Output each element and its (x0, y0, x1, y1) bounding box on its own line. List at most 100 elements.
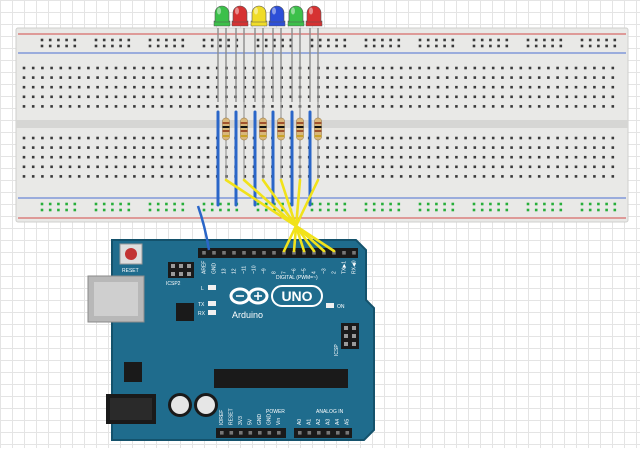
breadboard-hole (547, 95, 550, 99)
breadboard-hole (593, 105, 596, 108)
header-pin[interactable] (282, 251, 286, 255)
header-pin[interactable] (202, 251, 206, 255)
header-pin[interactable] (242, 251, 246, 255)
breadboard-hole (289, 95, 293, 99)
header-pin[interactable] (239, 431, 243, 435)
signal-wire[interactable] (282, 178, 320, 253)
header-pin[interactable] (332, 251, 336, 255)
breadboard-hole (445, 105, 449, 108)
reset-button-cap[interactable] (125, 248, 137, 260)
header-pin[interactable] (352, 251, 356, 255)
header-pin[interactable] (302, 251, 306, 255)
breadboard-hole (565, 85, 569, 89)
digital-pin-label: 13 (222, 268, 228, 274)
header-pin[interactable] (317, 431, 321, 435)
led-legs (217, 28, 319, 102)
breadboard-hole (427, 155, 431, 159)
breadboard-hole (326, 165, 329, 169)
header-pin[interactable] (252, 251, 256, 255)
header-pin[interactable] (262, 251, 266, 255)
header-pin[interactable] (277, 431, 281, 435)
header-pin[interactable] (258, 431, 262, 435)
led-dome (251, 5, 267, 23)
header-pin[interactable] (220, 431, 224, 435)
led[interactable] (231, 5, 249, 27)
led[interactable] (268, 5, 286, 27)
breadboard-hole (197, 85, 201, 89)
header-pin[interactable] (222, 251, 226, 255)
breadboard-hole (372, 44, 376, 48)
signal-wire[interactable] (224, 178, 336, 253)
resistor[interactable] (296, 102, 304, 180)
signal-wire[interactable] (292, 178, 302, 253)
breadboard-hole (41, 146, 44, 149)
breadboard-hole (363, 155, 366, 159)
resistor[interactable] (240, 102, 248, 180)
breadboard-hole (41, 165, 44, 169)
breadboard-hole (381, 165, 385, 169)
signal-wire[interactable] (279, 178, 306, 253)
breadboard-hole (613, 202, 617, 206)
breadboard-hole (197, 95, 201, 99)
resistor[interactable] (222, 102, 230, 180)
header-pin[interactable] (312, 251, 316, 255)
led-dome (306, 5, 322, 23)
led[interactable] (250, 5, 268, 27)
breadboard-hole (123, 175, 127, 178)
header-pin[interactable] (336, 431, 340, 435)
signal-wire[interactable] (261, 178, 316, 253)
resistor[interactable] (277, 102, 285, 180)
led[interactable] (305, 5, 323, 27)
breadboard-hole (156, 202, 160, 206)
header-pin[interactable] (345, 431, 350, 435)
breadboard-hole (435, 202, 438, 206)
breadboard-hole (31, 95, 35, 99)
led[interactable] (213, 5, 231, 27)
breadboard-hole (528, 76, 532, 79)
breadboard-hole (451, 202, 455, 206)
breadboard-hole (372, 38, 376, 42)
header-pin[interactable] (326, 431, 331, 435)
breadboard-hole (206, 155, 210, 159)
breadboard-hole (501, 95, 504, 99)
breadboard-hole (96, 76, 99, 79)
breadboard-hole (50, 136, 53, 140)
breadboard-hole (534, 202, 538, 206)
header-pin[interactable] (307, 431, 312, 435)
breadboard-hole (464, 146, 467, 149)
breadboard-hole (611, 66, 615, 70)
breadboard-hole (123, 76, 127, 79)
header-pin[interactable] (232, 251, 236, 255)
breadboard-hole (77, 175, 81, 178)
header-pin[interactable] (298, 431, 302, 435)
breadboard-hole (427, 66, 431, 70)
gnd-jumper-wire[interactable] (196, 205, 211, 251)
breadboard-hole (264, 38, 268, 42)
breadboard-hole (464, 66, 467, 70)
breadboard-hole (142, 66, 145, 70)
breadboard-hole (343, 208, 347, 212)
signal-wire[interactable] (242, 178, 326, 253)
header-pin[interactable] (272, 251, 276, 255)
breadboard-hole (543, 208, 546, 212)
breadboard-hole (105, 76, 109, 79)
breadboard-hole (353, 165, 357, 169)
breadboard-hole (243, 165, 247, 169)
header-pin[interactable] (292, 251, 296, 255)
breadboard-hole (556, 155, 559, 159)
breadboard-hole (593, 85, 596, 89)
breadboard-hole (50, 146, 53, 149)
header-pin[interactable] (229, 431, 234, 435)
header-pin[interactable] (342, 251, 346, 255)
breadboard-hole (372, 76, 375, 79)
header-pin[interactable] (267, 431, 272, 435)
header-pin[interactable] (248, 431, 253, 435)
resistor[interactable] (259, 102, 267, 180)
breadboard-hole (31, 146, 35, 149)
header-pin[interactable] (212, 251, 216, 255)
led[interactable] (287, 5, 305, 27)
board-pcb (111, 239, 375, 441)
resistor[interactable] (314, 102, 322, 180)
header-pin[interactable] (322, 251, 326, 255)
power-pin-label: Vin (276, 418, 282, 425)
